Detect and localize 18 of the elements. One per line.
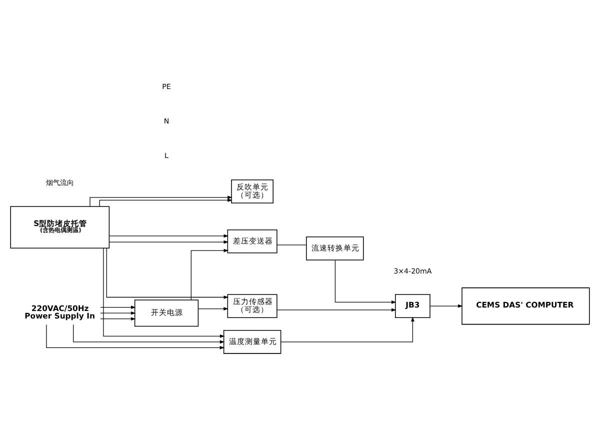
arrow — [103, 248, 225, 338]
connector — [276, 244, 307, 246]
arrow — [198, 307, 228, 310]
arrow — [430, 304, 463, 308]
arrow — [90, 196, 232, 207]
arrow — [109, 234, 229, 238]
arrow — [106, 248, 229, 299]
arrow — [100, 317, 136, 321]
arrow — [276, 308, 396, 312]
arrow — [109, 240, 229, 244]
arrow — [46, 324, 225, 350]
arrow — [280, 316, 414, 342]
arrow — [190, 248, 229, 300]
arrow — [334, 260, 396, 304]
arrow — [99, 198, 232, 207]
arrow — [73, 324, 225, 344]
arrow — [100, 311, 136, 315]
arrow — [100, 306, 136, 310]
